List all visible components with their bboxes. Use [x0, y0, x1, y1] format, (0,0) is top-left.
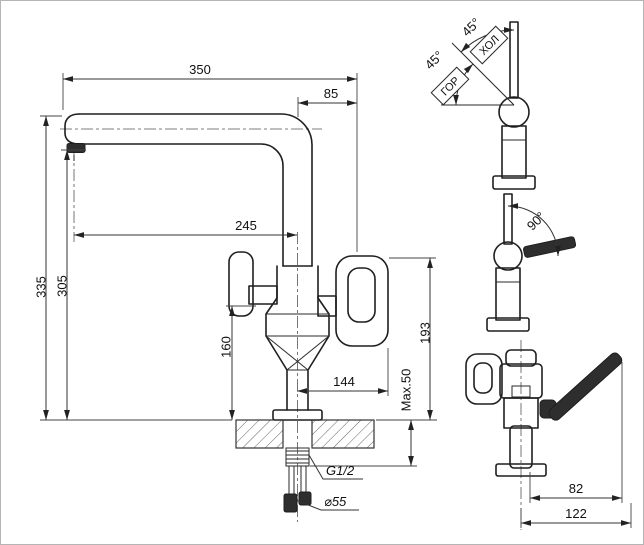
dim-144: 144	[333, 374, 355, 389]
body-column	[501, 125, 527, 179]
lever-vertical	[509, 21, 519, 99]
dim-82: 82	[569, 481, 583, 496]
dim-305: 305	[55, 275, 70, 297]
lever-front	[548, 352, 623, 421]
spout-front	[509, 425, 533, 469]
body-detail	[511, 385, 531, 398]
countertop-section	[235, 419, 375, 449]
dim-85: 85	[324, 86, 338, 101]
dim-160: 160	[219, 336, 234, 358]
dim-350: 350	[189, 62, 211, 77]
aerator	[66, 143, 86, 153]
hose-connector-right	[298, 491, 312, 506]
spout-outline	[64, 113, 313, 267]
dim-245: 245	[235, 218, 257, 233]
base-flange-front	[495, 463, 547, 477]
hot-flag: ГОР	[430, 66, 470, 106]
dim-max50: Max.50	[399, 369, 414, 412]
lower-body	[503, 397, 539, 429]
front-view-dimensions: 82 122	[520, 362, 632, 528]
base-escutcheon	[272, 409, 323, 421]
dim-122: 122	[565, 506, 587, 521]
faucet-front-view: 82 122	[465, 340, 632, 530]
thread-label: G1/2	[326, 463, 355, 478]
shank-and-hoses	[283, 447, 312, 513]
cartridge-head	[498, 96, 530, 128]
faucet-side-view: 350 85 245 335 305 160 144	[34, 62, 437, 522]
base-flange	[492, 175, 536, 190]
diameter-label: ⌀55	[324, 494, 347, 509]
cartridge-head-2	[493, 241, 523, 271]
right-loop-handle	[317, 255, 389, 347]
base-flange-2	[486, 317, 530, 332]
dim-193: 193	[418, 322, 433, 344]
loop-handle-front	[465, 353, 503, 405]
side-view-dimensions: 350 85 245 335 305 160 144	[34, 62, 437, 511]
body-column-2	[495, 267, 521, 321]
top-cap	[505, 349, 537, 367]
dim-335: 335	[34, 276, 49, 298]
hose-connector-left	[283, 493, 298, 513]
left-handle	[228, 251, 278, 317]
centerlines	[60, 128, 322, 522]
